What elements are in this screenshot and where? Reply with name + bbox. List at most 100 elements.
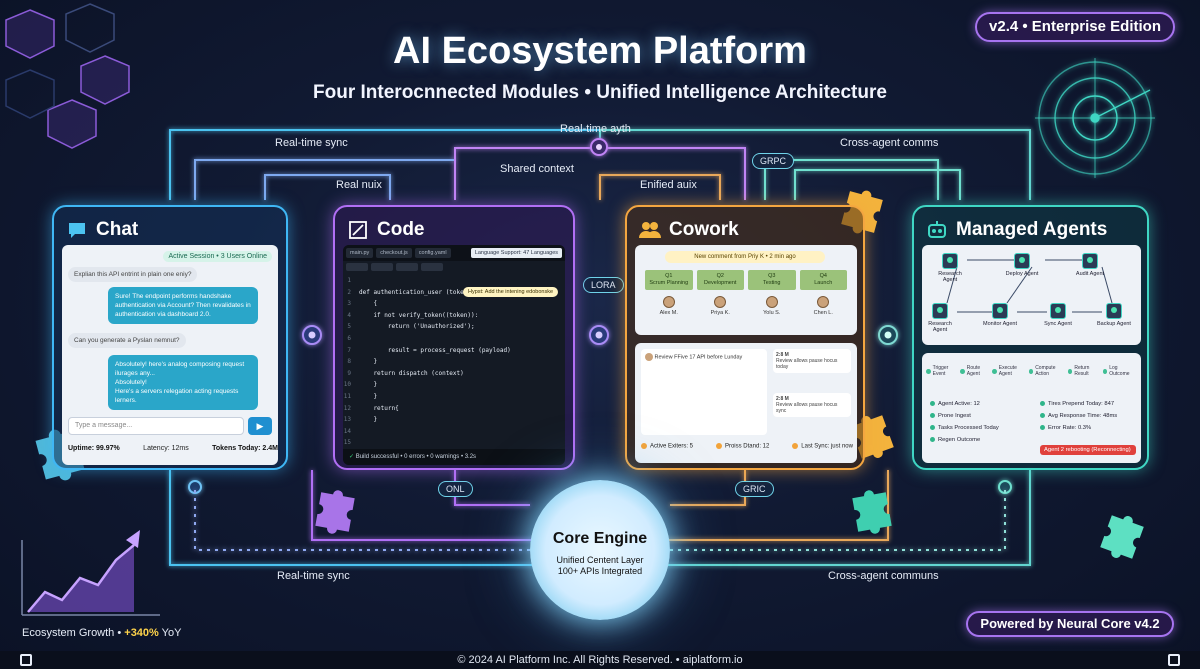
- line-number: 3: [347, 300, 351, 308]
- toolbar-button[interactable]: [371, 263, 393, 271]
- editor-toolbar: [343, 261, 565, 273]
- avatar: [714, 296, 727, 308]
- code-text: {: [359, 300, 378, 308]
- agent-node[interactable]: Monitor Agent: [982, 303, 1018, 327]
- core-engine-subtitle: Unified Centent Layer: [556, 555, 644, 565]
- label-realtime-auth: Real-time ayth: [560, 123, 631, 135]
- label-real-nuix: Real nuix: [336, 179, 382, 191]
- core-engine[interactable]: [530, 480, 670, 620]
- agent-icon: [1106, 303, 1122, 319]
- toolbar-button[interactable]: [421, 263, 443, 271]
- tag-onl: ONL: [438, 481, 473, 497]
- footer-logo-icon: [20, 654, 32, 666]
- code-line: 14: [343, 428, 565, 440]
- metric-process: Prone Ingest: [930, 413, 971, 419]
- notification-banner[interactable]: New comment from Priy K • 2 min ago: [665, 251, 825, 263]
- code-text: def authentication_user (token):: [359, 288, 475, 296]
- code-text: }: [359, 416, 378, 424]
- line-number: 7: [347, 346, 351, 354]
- line-number: 12: [343, 404, 351, 412]
- code-module[interactable]: Code main.py checkout.js config.yaml Lan…: [333, 205, 575, 470]
- agents-module[interactable]: Managed Agents Research Agent Deploy Agen…: [912, 205, 1149, 470]
- code-line: 1: [343, 277, 565, 289]
- pipeline-step: Return Result: [1068, 365, 1103, 377]
- cowork-module[interactable]: Cowork New comment from Priy K • 2 min a…: [625, 205, 865, 470]
- label-enified-auix: Enified auix: [640, 179, 697, 191]
- agent-icon: [932, 303, 948, 319]
- language-support-badge: Language Support: 47 Languages: [470, 248, 562, 258]
- stat-active-editors: Active Exiters: 5: [641, 443, 693, 450]
- core-engine-apis: 100+ APIs Integrated: [557, 566, 643, 576]
- ai-suggestion-hint[interactable]: Hypst: Add the intening edobonske: [463, 287, 559, 297]
- agents-module-title: Managed Agents: [926, 217, 1139, 243]
- core-engine-title: Core Engine: [552, 530, 648, 547]
- stat-documents: Proiss Dtand: 12: [715, 443, 769, 450]
- member-name: Alex M.: [659, 310, 678, 316]
- tag-grpc-bottom: GRIC: [735, 481, 774, 497]
- code-line: 7 result = process_request (payload): [343, 347, 565, 359]
- line-number: 14: [343, 427, 351, 435]
- chat-message-ai: Sure! The endpoint performs handshake au…: [108, 287, 258, 324]
- chat-input[interactable]: Type a message...: [68, 417, 244, 435]
- line-number: 2: [347, 288, 351, 296]
- toolbar-button[interactable]: [346, 263, 368, 271]
- comment-card[interactable]: 2:8 M Review allows pause hocus today: [773, 349, 851, 373]
- line-number: 15: [343, 439, 351, 447]
- pipeline-step: Route Agent: [960, 365, 992, 377]
- agent-node[interactable]: Research Agent: [922, 303, 958, 333]
- page-title: AI Ecosystem Platform: [393, 30, 807, 72]
- growth-label: Ecosystem Growth • +340% YoY: [22, 627, 182, 639]
- agent-node[interactable]: Audit Agent: [1072, 253, 1108, 277]
- code-editor-icon: [347, 219, 369, 241]
- label-cross-agent-bottom: Cross-agent communs: [828, 570, 939, 582]
- cowork-module-title: Cowork: [639, 217, 855, 243]
- pipeline-step: Trigger Event: [926, 365, 960, 377]
- metric-active: Agent Active: 12: [930, 401, 980, 407]
- agent-node[interactable]: Research Agent: [932, 253, 968, 283]
- hexagon-decoration: [5, 3, 130, 149]
- send-icon: ▶: [256, 421, 264, 431]
- agent-alert[interactable]: Agent 2 rebooting (Reconnecting): [1040, 445, 1136, 455]
- stat-latency: Latency: 12ms: [143, 445, 189, 452]
- agent-node[interactable]: Deploy Agent: [1004, 253, 1040, 277]
- comment-card[interactable]: 2:8 M Review allows pause hocus sync: [773, 393, 851, 417]
- code-text: if not verify_token((token)):: [359, 311, 479, 319]
- line-number: 6: [347, 334, 351, 342]
- code-editor[interactable]: main.py checkout.js config.yaml Language…: [343, 245, 565, 465]
- file-tab[interactable]: checkout.js: [376, 248, 412, 258]
- code-line: 2 def authentication_user (token):: [343, 289, 565, 301]
- metric-time: Tires Prepend Today: 847: [1040, 401, 1114, 407]
- avatar: [645, 353, 653, 361]
- send-button[interactable]: ▶: [248, 417, 272, 435]
- agent-node[interactable]: Sync Agent: [1040, 303, 1076, 327]
- stat-tokens: Tokens Today: 2.4M: [212, 445, 278, 452]
- chat-module[interactable]: Chat Active Session • 3 Users Online Exp…: [52, 205, 288, 470]
- build-status: ✓ Build successful • 0 errors • 0 warnin…: [343, 449, 565, 465]
- avatar: [765, 296, 778, 308]
- line-number: 11: [343, 392, 351, 400]
- pipeline-step: Compute Action: [1029, 365, 1068, 377]
- toolbar-button[interactable]: [396, 263, 418, 271]
- chat-bubble-icon: [66, 219, 88, 241]
- document-body[interactable]: Review FFive 17 API before Lunday: [641, 349, 767, 435]
- pipeline-step: Execute Agent: [992, 365, 1028, 377]
- file-tab[interactable]: config.yaml: [414, 248, 451, 258]
- file-tab[interactable]: main.py: [346, 248, 374, 258]
- line-number: 4: [347, 311, 351, 319]
- agent-icon: [1082, 253, 1098, 269]
- agent-node[interactable]: Backup Agent: [1096, 303, 1132, 327]
- chat-stats: Uptime: 99.97% Latency: 12ms Tokens Toda…: [68, 445, 278, 452]
- line-number: 13: [343, 416, 351, 424]
